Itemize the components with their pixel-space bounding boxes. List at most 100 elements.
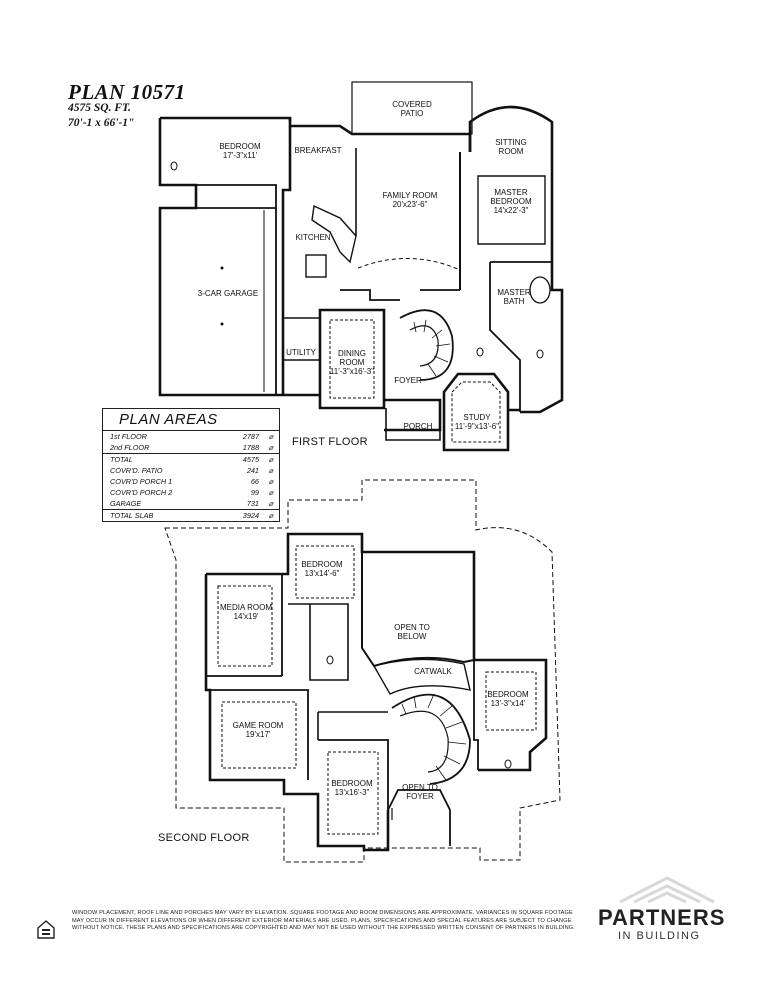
plan-dimensions: 70'-1 x 66'-1" xyxy=(68,117,135,129)
room-name: BEDROOM xyxy=(219,142,261,151)
sf-toilet xyxy=(326,655,334,665)
sf-stair-treads xyxy=(401,693,467,781)
sf-media-inner xyxy=(217,585,273,667)
room-study: STUDY 11'-9"x13'-6" xyxy=(455,413,499,431)
room-name: GAME ROOM xyxy=(232,721,284,730)
ff-toilet xyxy=(536,349,544,359)
sf-stair-inner xyxy=(399,710,449,773)
brand-name: PARTNERS xyxy=(598,905,726,930)
sf-bed-top-inner xyxy=(295,545,355,599)
room-size: 19'x17' xyxy=(245,730,271,739)
room-game-room: GAME ROOM 19'x17' xyxy=(233,721,284,739)
room-size: 17'-3"x11' xyxy=(222,151,258,160)
ff-dining xyxy=(318,308,386,410)
plan-square-footage: 4575 SQ. FT. xyxy=(68,102,131,114)
first-floor-label: FIRST FLOOR xyxy=(292,436,368,448)
room-name: BEDROOM xyxy=(331,779,373,788)
sf-left-block xyxy=(204,574,390,852)
room-bedroom-2: BEDROOM 13'x14'-6" xyxy=(301,560,342,578)
ff-stair-treads xyxy=(413,319,451,377)
room-open-to-foyer: OPEN TO FOYER xyxy=(402,783,438,801)
room-size: 11'-3"x16'-3" xyxy=(329,367,375,376)
room-breakfast: BREAKFAST xyxy=(294,146,342,155)
room-name: STUDY xyxy=(463,413,491,422)
ff-front-wall xyxy=(283,393,520,412)
room-foyer: FOYER xyxy=(394,376,422,385)
room-covered-patio: COVERED PATIO xyxy=(392,100,432,118)
second-floor-label: SECOND FLOOR xyxy=(158,832,250,844)
room-sitting-room: SITTING ROOM xyxy=(495,138,527,156)
plan-areas-title: PLAN AREAS xyxy=(103,409,279,431)
ff-center-hall xyxy=(340,289,460,301)
room-name: BEDROOM xyxy=(487,690,529,699)
ff-bedroom-bottom xyxy=(196,184,277,209)
room-bedroom-1: BEDROOM 17'-3"x11' xyxy=(219,142,260,160)
brand-tagline: IN BUILDING xyxy=(618,930,701,942)
room-dining-room: DINING ROOM 11'-3"x16'-3" xyxy=(330,349,374,376)
sf-catwalk xyxy=(372,658,471,695)
ff-bedroom-top-wall xyxy=(160,116,292,122)
ff-master-right xyxy=(520,160,564,414)
ff-family-arc xyxy=(357,257,461,271)
room-size: 13'x14'-6" xyxy=(304,569,340,578)
room-name: FAMILY ROOM xyxy=(382,191,438,200)
ff-stair-inner xyxy=(409,325,439,367)
room-name: MASTER BEDROOM xyxy=(490,188,532,206)
room-open-to-below: OPEN TO BELOW xyxy=(394,623,430,641)
room-catwalk: CATWALK xyxy=(414,667,452,676)
room-size: 14'x22'-3" xyxy=(493,206,529,215)
ff-utility xyxy=(283,317,320,361)
room-name: BEDROOM xyxy=(301,560,343,569)
sf-open-foyer xyxy=(387,789,451,846)
disclaimer-text: WINDOW PLACEMENT, ROOF LINE AND PORCHES … xyxy=(72,910,575,932)
garage-post xyxy=(220,266,224,270)
ff-toilet xyxy=(170,161,178,171)
sf-open-below xyxy=(361,552,475,668)
sf-bed-bottom-inner xyxy=(327,751,379,835)
ff-master-bath xyxy=(489,261,552,412)
room-size: 13'x16'-3" xyxy=(334,788,370,797)
room-bedroom-3: BEDROOM 13'-3"x14' xyxy=(487,690,528,708)
room-name: DINING ROOM xyxy=(337,349,366,367)
room-size: 14'x19' xyxy=(233,612,259,621)
ff-stair-outer xyxy=(399,309,454,381)
room-media-room: MEDIA ROOM 14'x19' xyxy=(220,603,272,621)
sf-media-right xyxy=(206,574,283,677)
sf-toilet xyxy=(504,759,512,769)
sf-bed-bottom xyxy=(318,739,389,810)
room-size: 11'-9"x13'-6" xyxy=(454,422,500,431)
room-utility: UTILITY xyxy=(286,348,316,357)
room-bedroom-4: BEDROOM 13'x16'-3" xyxy=(331,779,372,797)
room-kitchen: KITCHEN xyxy=(295,233,331,242)
room-size: 13'-3"x14' xyxy=(490,699,526,708)
ff-toilet xyxy=(476,347,484,357)
sf-outer-wall xyxy=(206,532,548,772)
room-name: MEDIA ROOM xyxy=(219,603,273,612)
sf-game xyxy=(210,689,309,780)
sf-game-inner xyxy=(221,701,297,769)
ff-breakfast-top xyxy=(288,118,472,152)
equal-housing-icon xyxy=(37,920,55,939)
ff-kitchen-island2 xyxy=(305,254,327,278)
room-family-room: FAMILY ROOM 20'x23'-6" xyxy=(383,191,438,209)
room-garage: 3-CAR GARAGE xyxy=(197,289,259,298)
room-size: 20'x23'-6" xyxy=(392,200,428,209)
sf-bed-right-left xyxy=(473,660,479,770)
sf-lower-hall xyxy=(317,711,388,740)
ff-study-inner xyxy=(451,381,501,443)
garage-post xyxy=(220,322,224,326)
ff-kitchen-left xyxy=(281,126,292,395)
ff-kitchen-island xyxy=(311,204,357,264)
sf-stair-outer xyxy=(391,693,471,785)
sitting-room-bay xyxy=(468,105,554,160)
plan-title: PLAN 10571 xyxy=(68,80,186,104)
room-master-bath: MASTER BATH xyxy=(497,288,531,306)
